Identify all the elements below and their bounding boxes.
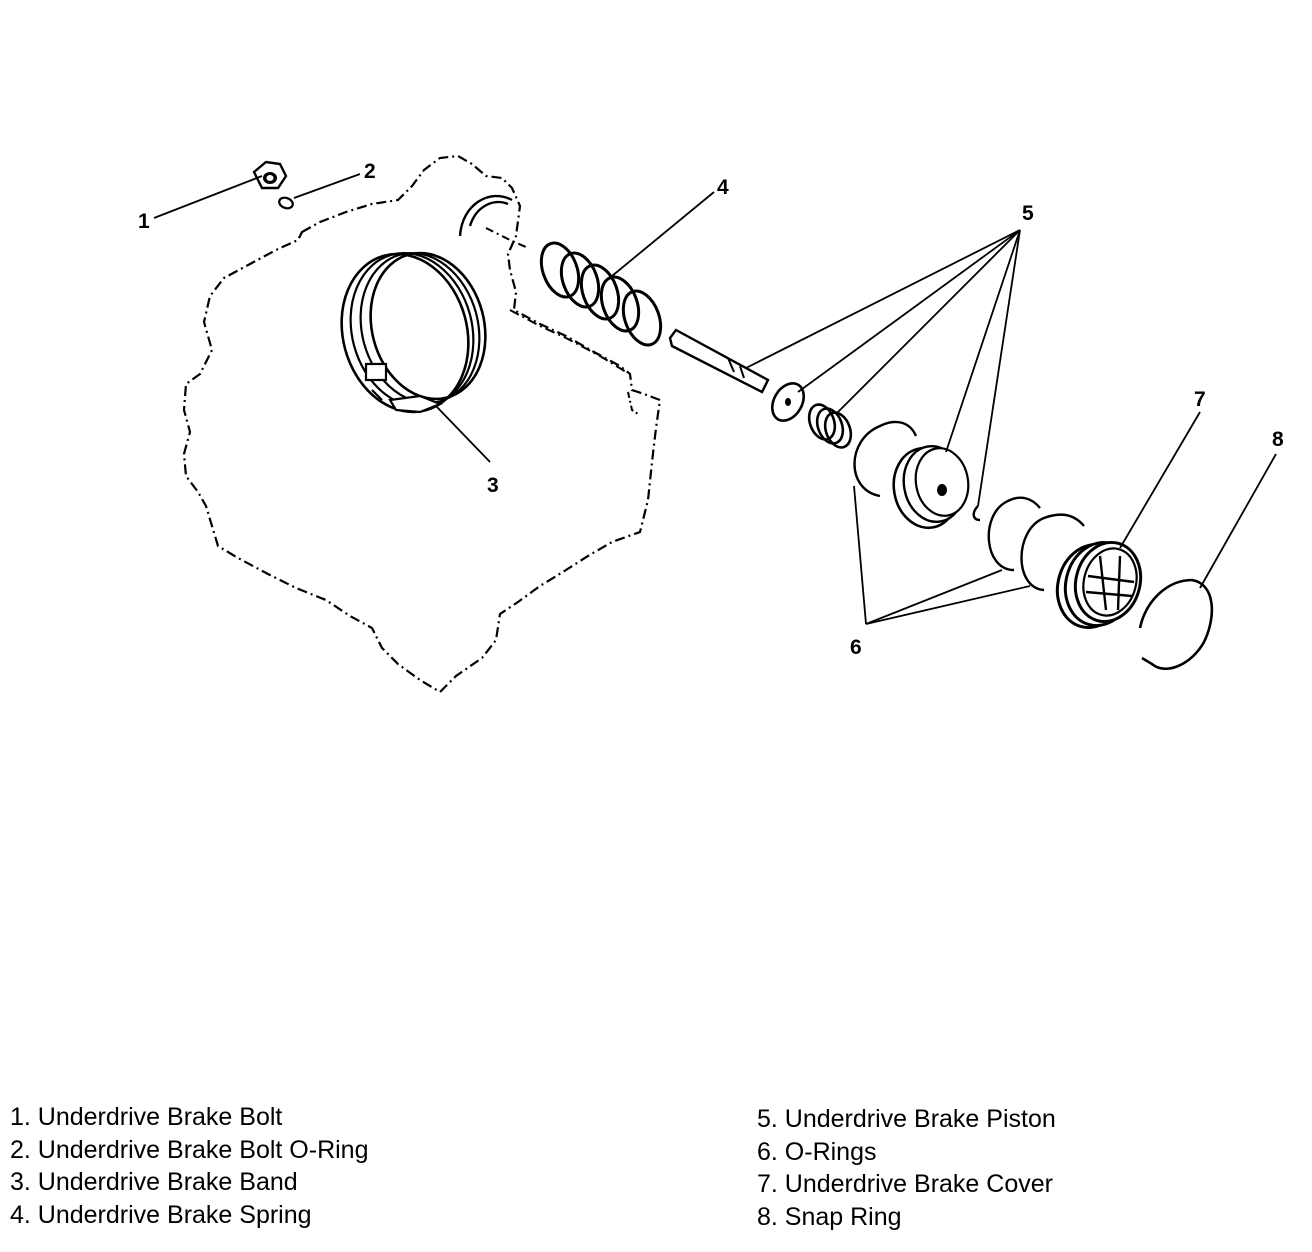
legend-left: 1. Underdrive Brake Bolt 2. Underdrive B… — [10, 1101, 368, 1231]
underdrive-brake-spring — [539, 241, 663, 347]
piston-o-ring — [853, 420, 918, 498]
transmission-case-outline — [182, 154, 662, 694]
piston-washer — [770, 382, 806, 422]
underdrive-brake-bolt — [252, 160, 288, 190]
callout-3: 3 — [487, 474, 499, 497]
callout-8: 8 — [1272, 428, 1284, 451]
legend-item-1: 1. Underdrive Brake Bolt — [10, 1103, 283, 1131]
callout-1: 1 — [138, 210, 150, 233]
legend-item-7: 7. Underdrive Brake Cover — [757, 1170, 1053, 1198]
underdrive-brake-piston — [892, 445, 970, 530]
cover-o-ring-1 — [987, 496, 1041, 572]
bolt-o-ring — [278, 196, 294, 210]
callout-5: 5 — [1022, 202, 1034, 225]
callout-4: 4 — [717, 176, 729, 199]
legend-item-4: 4. Underdrive Brake Spring — [10, 1200, 312, 1229]
case-bore-arc — [458, 194, 513, 237]
legend-item-5: 5. Underdrive Brake Piston — [757, 1105, 1056, 1133]
case-inner-edge — [509, 309, 627, 373]
case-notch — [627, 391, 639, 415]
small-spring — [807, 403, 853, 449]
legend-right: 5. Underdrive Brake Piston 6. O-Rings 7.… — [757, 1103, 1056, 1233]
underdrive-brake-band — [340, 251, 487, 414]
legend-item-6: 6. O-Rings — [757, 1137, 877, 1166]
underdrive-brake-cover — [1055, 540, 1143, 630]
legend-item-8: 8. Snap Ring — [757, 1202, 902, 1231]
snap-ring — [1138, 578, 1214, 670]
callout-7: 7 — [1194, 388, 1206, 411]
leader-lines — [153, 173, 1277, 625]
legend-item-3: 3. Underdrive Brake Band — [10, 1168, 298, 1196]
cover-o-ring-2 — [1020, 513, 1085, 592]
piston-clip — [972, 505, 981, 522]
callout-6: 6 — [850, 636, 862, 659]
legend-item-2: 2. Underdrive Brake Bolt O-Ring — [10, 1135, 369, 1164]
piston-rod — [668, 328, 770, 394]
callout-2: 2 — [364, 160, 376, 183]
case-bore-line — [485, 227, 529, 249]
